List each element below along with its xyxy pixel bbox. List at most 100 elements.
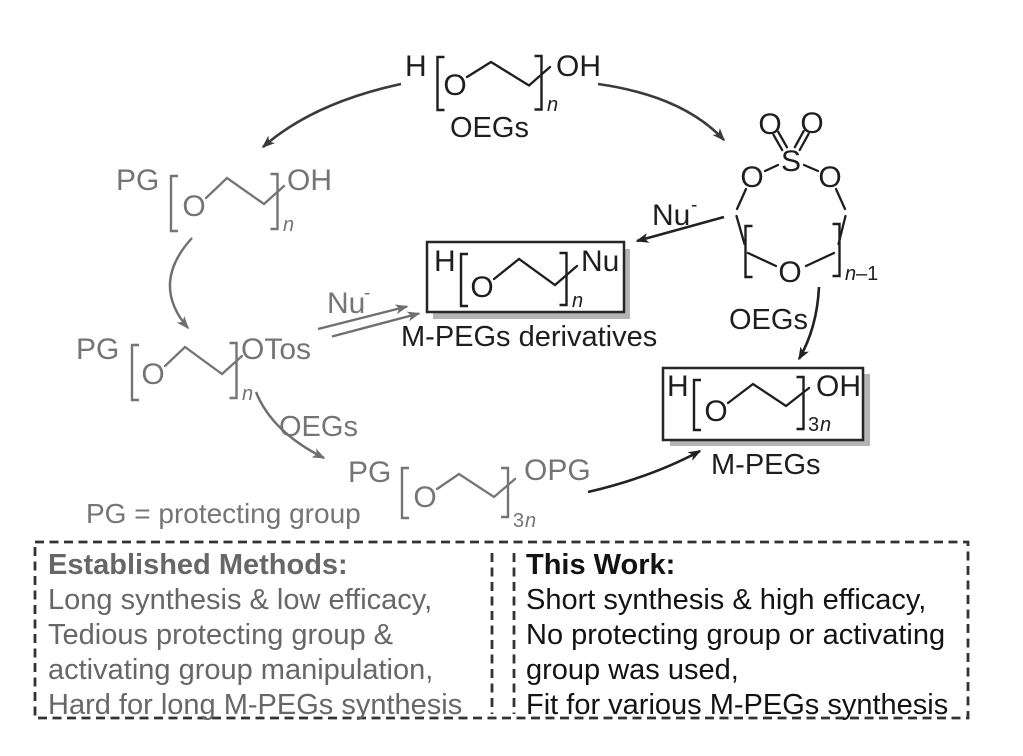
atom-o: O xyxy=(141,358,164,391)
arrow-to-sulfate xyxy=(597,82,726,142)
bond xyxy=(204,176,286,206)
atom-o-bottom: O xyxy=(778,256,801,289)
established-methods-line: activating group manipulation, xyxy=(48,654,433,686)
group-opg: OPG xyxy=(524,454,591,487)
double-bond-left xyxy=(772,130,789,152)
oegs-caption: OEGs xyxy=(450,112,529,144)
ring-bond-right-upper xyxy=(834,187,847,211)
established-methods-title: Established Methods: xyxy=(48,549,348,581)
double-arrow-line-2 xyxy=(331,311,421,338)
panel-outer-border xyxy=(33,540,970,720)
nu-superscript-minus: - xyxy=(364,283,370,304)
group-otos: OTos xyxy=(241,333,311,366)
pg-otos-structure: PG O n OTos xyxy=(76,333,311,405)
arrow-pgoh-to-pgotos xyxy=(168,237,193,330)
group-pg: PG xyxy=(348,456,391,489)
atom-h: H xyxy=(667,370,689,403)
subscript-n: n xyxy=(845,263,856,285)
subscript-n: n xyxy=(547,94,558,116)
bracket-open xyxy=(169,174,178,233)
bracket-close xyxy=(832,222,841,278)
nu-text: Nu xyxy=(652,199,690,232)
this-work-line: Short synthesis & high efficacy, xyxy=(526,584,926,616)
mpegs-derivatives-box: H O n Nu M-PEGs derivatives xyxy=(401,240,657,353)
group-pg: PG xyxy=(116,164,159,197)
bracket-close xyxy=(229,341,238,400)
bracket-open xyxy=(744,224,753,279)
bracket-open xyxy=(130,343,139,402)
pg-note: PG = protecting group xyxy=(86,498,361,529)
mpegs-derivatives-caption: M-PEGs derivatives xyxy=(401,321,657,353)
arrow-pgotos-to-pgopg xyxy=(254,391,326,460)
atom-oh: OH xyxy=(287,164,332,197)
subscript-n: n xyxy=(242,383,253,405)
arrow-to-pg-route xyxy=(261,82,402,148)
group-nu: Nu xyxy=(581,245,619,278)
this-work-column: This Work: Short synthesis & high effica… xyxy=(526,549,948,721)
established-methods-line: Hard for long M-PEGs synthesis xyxy=(48,689,462,721)
oegs-label-black: OEGs xyxy=(729,304,808,336)
atom-oh: OH xyxy=(816,370,861,403)
atom-o-ring-left: O xyxy=(740,161,763,194)
this-work-title: This Work: xyxy=(526,549,675,581)
pg-opg-structure: PG O 3 n OPG xyxy=(348,454,591,532)
bottom-panel: Established Methods: Long synthesis & lo… xyxy=(33,540,970,721)
group-pg: PG xyxy=(76,333,119,366)
top-oeg-structure: H O n OH OEGs xyxy=(405,50,601,144)
double-arrow-line-1 xyxy=(317,304,409,331)
atom-o: O xyxy=(413,481,436,514)
bracket-close xyxy=(270,172,279,231)
arrow-sulfate-to-mpegs xyxy=(797,286,821,361)
pg-oh-structure: PG O n OH xyxy=(116,164,332,236)
atom-h: H xyxy=(434,245,456,278)
this-work-line: group was used, xyxy=(526,654,739,686)
bracket-open xyxy=(400,466,409,520)
bracket-open xyxy=(459,252,468,308)
atom-o-ring-right: O xyxy=(818,161,841,194)
atom-o: O xyxy=(470,271,493,304)
bracket-close xyxy=(534,54,543,111)
atom-h: H xyxy=(405,50,427,83)
ring-bond-left-side xyxy=(735,214,746,246)
this-work-line: Fit for various M-PEGs synthesis xyxy=(526,689,948,721)
bond xyxy=(163,345,244,376)
bond xyxy=(465,60,552,87)
bracket-close xyxy=(501,466,510,519)
bracket-close xyxy=(559,251,568,307)
bracket-open xyxy=(692,378,701,432)
nu-superscript-minus: - xyxy=(691,195,697,216)
established-methods-column: Established Methods: Long synthesis & lo… xyxy=(48,549,462,721)
subscript-n: n xyxy=(820,414,831,436)
atom-o: O xyxy=(704,395,727,428)
atom-o-double-right: O xyxy=(800,107,823,140)
atom-o: O xyxy=(443,69,466,102)
nu-black-label: Nu - xyxy=(652,195,697,232)
mpegs-caption: M-PEGs xyxy=(711,449,821,481)
subscript-minus-1: –1 xyxy=(856,263,878,285)
subscript-3: 3 xyxy=(808,414,819,436)
established-methods-line: Tedious protecting group & xyxy=(48,619,393,651)
bracket-close xyxy=(796,375,805,431)
atom-o: O xyxy=(182,190,205,223)
bond xyxy=(726,382,811,408)
cyclic-sulfate-structure: S O O O O O n –1 xyxy=(735,107,878,289)
atom-o-double-left: O xyxy=(758,108,781,141)
double-bond-right xyxy=(793,129,810,152)
arrow-opg-to-mpegs xyxy=(587,449,702,494)
nu-gray-label: Nu - xyxy=(327,283,370,320)
nu-text: Nu xyxy=(327,287,365,320)
established-methods-line: Long synthesis & low efficacy, xyxy=(48,584,432,616)
subscript-n: n xyxy=(572,290,583,312)
ring-bond-left-lower xyxy=(746,251,778,268)
atom-s: S xyxy=(781,145,801,178)
subscript-n: n xyxy=(283,214,294,236)
this-work-line: No protecting group or activating xyxy=(526,619,945,651)
ring-bond-left-upper xyxy=(735,187,748,211)
bracket-open xyxy=(436,55,445,112)
atom-oh: OH xyxy=(556,50,601,83)
subscript-n: n xyxy=(525,510,536,532)
arrow-sulfate-to-derivatives xyxy=(635,215,725,243)
mpegs-box: H O 3 n OH M-PEGs xyxy=(661,366,870,481)
bond xyxy=(435,472,517,499)
